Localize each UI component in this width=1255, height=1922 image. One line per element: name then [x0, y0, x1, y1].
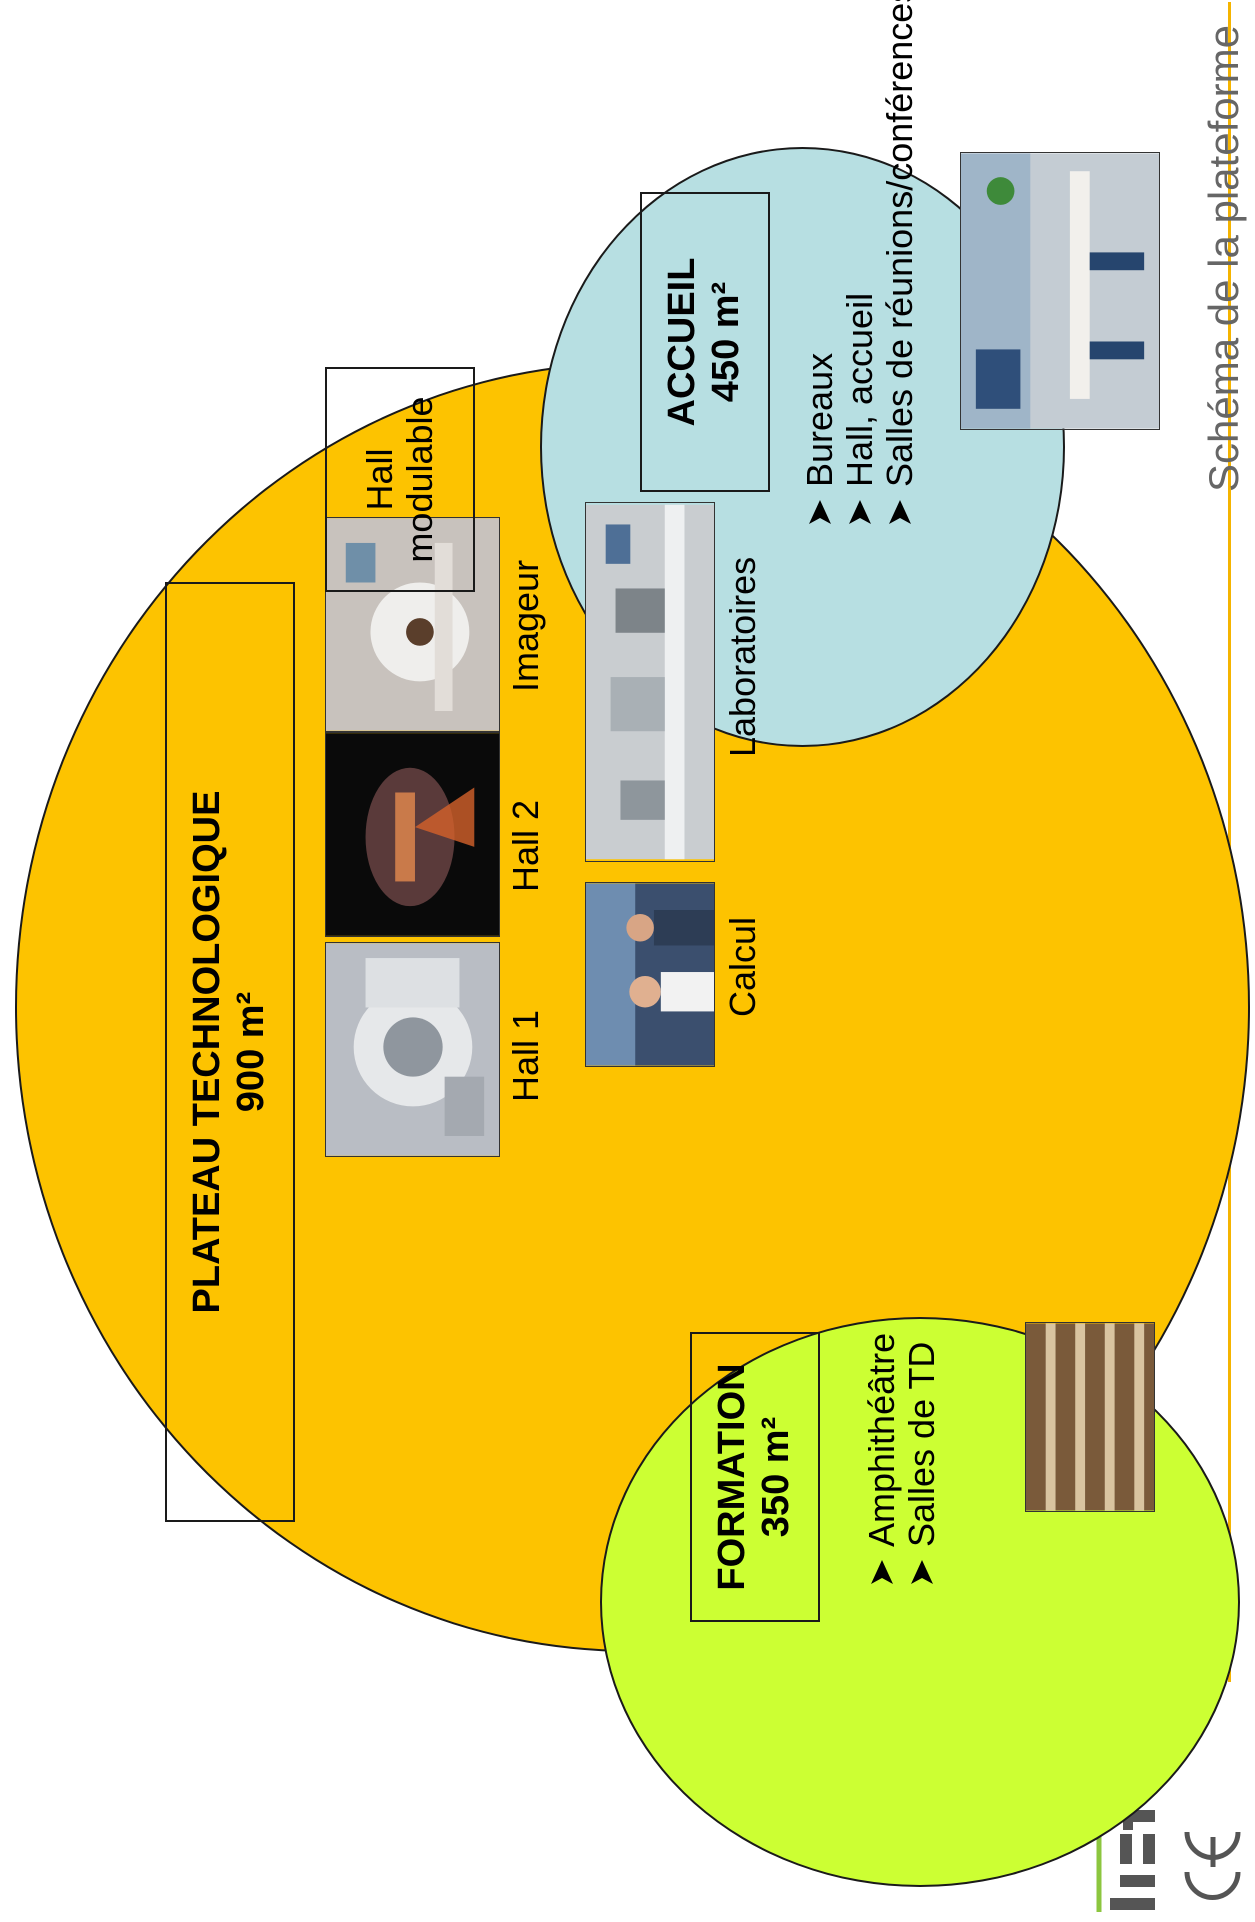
plateau-title-box: PLATEAU TECHNOLOGIQUE 900 m²	[165, 582, 295, 1522]
bureaux-photo	[960, 152, 1160, 430]
cea-logo	[1184, 1831, 1241, 1900]
amphitheatre-photo	[1025, 1322, 1155, 1512]
arrow-bullet-icon	[871, 1560, 893, 1584]
hall-modulable-box: Hall modulable	[325, 367, 475, 592]
formation-title-box: FORMATION 350 m²	[690, 1332, 820, 1622]
formation-title: FORMATION	[711, 1363, 754, 1591]
hall1-photo	[325, 942, 500, 1157]
imageur-photo	[325, 517, 500, 732]
calcul-label: Calcul	[722, 916, 763, 1017]
accueil-list: Bureaux Hall, accueil Salles de réunions…	[799, 0, 920, 527]
arrow-bullet-icon	[849, 500, 871, 524]
laboratoires-photo	[585, 502, 715, 862]
accueil-title-box: ACCUEIL 450 m²	[640, 192, 770, 492]
plateau-area: 900 m²	[230, 991, 272, 1113]
list-item: Salles de réunions/conférences	[879, 0, 920, 527]
hall2-label: Hall 2	[505, 799, 546, 892]
plateau-title: PLATEAU TECHNOLOGIQUE	[186, 790, 229, 1314]
laboratoires-label: Laboratoires	[722, 556, 763, 757]
calcul-photo	[585, 882, 715, 1067]
formation-list: Amphithéâtre Salles de TD	[861, 1333, 942, 1587]
accueil-area: 450 m²	[705, 281, 747, 403]
accueil-title: ACCUEIL	[661, 257, 704, 427]
list-item: Amphithéâtre	[861, 1333, 902, 1587]
list-item: Hall, accueil	[839, 0, 880, 527]
hall1-label: Hall 1	[505, 1009, 546, 1102]
list-item: Salles de TD	[901, 1333, 942, 1587]
formation-area: 350 m²	[755, 1416, 797, 1538]
hall2-photo	[325, 732, 500, 937]
page-title: Schéma de la plateforme	[1200, 25, 1247, 492]
hall-modulable-line1: Hall	[359, 448, 401, 511]
arrow-bullet-icon	[911, 1560, 933, 1584]
arrow-bullet-icon	[889, 500, 911, 524]
hall-modulable-line2: modulable	[399, 396, 440, 563]
imageur-label: Imageur	[505, 559, 546, 692]
list-item: Bureaux	[799, 0, 840, 527]
arrow-bullet-icon	[809, 500, 831, 524]
